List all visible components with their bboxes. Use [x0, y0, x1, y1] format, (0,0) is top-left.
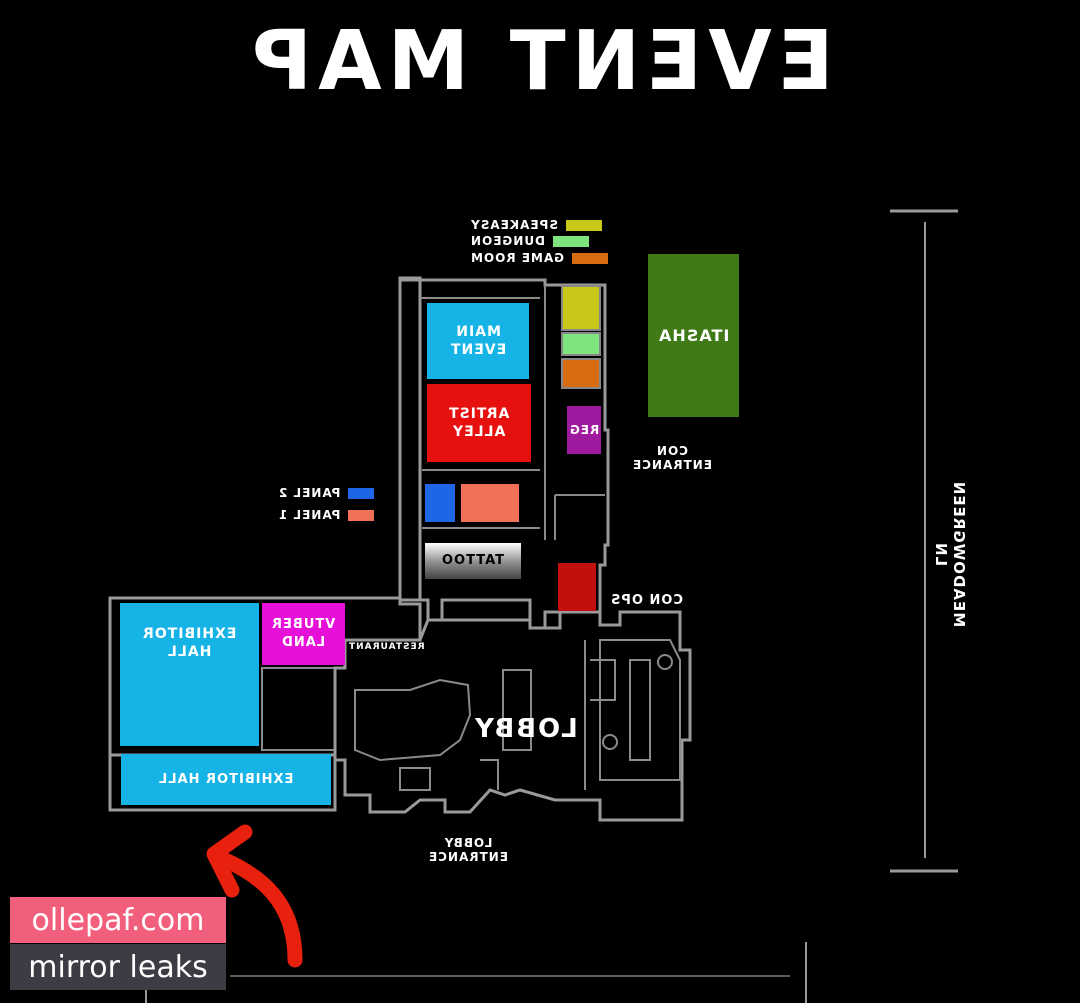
- label-street: MEADOWGREEN LN: [932, 474, 968, 634]
- room-exhibitor-hall-lower[interactable]: EXHIBITOR HALL: [121, 754, 331, 805]
- room-panel-2[interactable]: [425, 484, 455, 522]
- legend-label: DUNGEON: [470, 234, 546, 248]
- label-restaurant: RESTAURANT: [348, 626, 425, 654]
- room-exhibitor-hall-upper[interactable]: EXHIBITOR HALL: [120, 603, 259, 746]
- label-lobby: LOBBY: [465, 684, 585, 744]
- room-artist-alley[interactable]: ARTIST ALLEY: [427, 384, 531, 462]
- room-tattoo[interactable]: TATTOO: [425, 543, 521, 579]
- con-ops-text: CON OPS: [609, 593, 683, 608]
- legend-swatch: [348, 509, 375, 521]
- legend-label: PANEL 2: [278, 486, 341, 500]
- watermark-site: ollepaf.com: [10, 897, 226, 943]
- room-label: ARTIST ALLEY: [448, 406, 510, 440]
- room-panel-1[interactable]: [461, 484, 519, 522]
- room-main-event[interactable]: MAIN EVENT: [427, 303, 529, 379]
- room-label: EXHIBITOR HALL: [158, 771, 294, 787]
- lobby-entrance-text: LOBBY ENTRANCE: [428, 836, 508, 864]
- room-con-ops[interactable]: [558, 563, 596, 611]
- label-con-entrance: CON ENTRANCE: [620, 430, 724, 472]
- label-con-ops: CON OPS: [604, 580, 688, 608]
- con-entrance-text: CON ENTRANCE: [632, 444, 712, 472]
- room-vtuber-land[interactable]: VTUBER LAND: [262, 603, 345, 665]
- legend-swatch: [553, 235, 590, 247]
- room-label: ITASHA: [657, 325, 730, 345]
- legend-panel-1: PANEL 1: [278, 508, 375, 522]
- watermark-tagline: mirror leaks: [10, 944, 226, 990]
- room-label: TATTOO: [441, 553, 505, 568]
- legend-label: GAME ROOM: [470, 251, 565, 265]
- legend-panel-2: PANEL 2: [278, 486, 375, 500]
- room-label: EXHIBITOR HALL: [142, 626, 237, 660]
- lobby-text: LOBBY: [472, 714, 578, 744]
- area-itasha[interactable]: ITASHA: [648, 254, 739, 417]
- restaurant-text: RESTAURANT: [348, 642, 425, 652]
- room-speakeasy[interactable]: [561, 285, 601, 331]
- legend-game-room: GAME ROOM: [470, 251, 609, 265]
- legend-label: PANEL 1: [278, 508, 341, 522]
- room-dungeon[interactable]: [561, 332, 601, 356]
- legend-swatch: [572, 252, 609, 264]
- room-label: VTUBER LAND: [271, 617, 336, 650]
- legend-speakeasy: SPEAKEASY: [470, 218, 603, 232]
- legend-label: SPEAKEASY: [470, 218, 559, 232]
- legend-swatch: [348, 487, 375, 499]
- red-arrow-icon: [206, 824, 303, 968]
- label-lobby-entrance: LOBBY ENTRANCE: [416, 822, 520, 864]
- room-game-room[interactable]: [561, 358, 601, 389]
- legend-dungeon: DUNGEON: [470, 234, 590, 248]
- legend-swatch: [566, 219, 603, 231]
- watermark-tagline-text: mirror leaks: [28, 949, 208, 985]
- room-label: REG: [568, 423, 600, 437]
- watermark-site-text: ollepaf.com: [31, 902, 205, 938]
- room-reg[interactable]: REG: [567, 406, 601, 454]
- room-label: MAIN EVENT: [449, 324, 507, 358]
